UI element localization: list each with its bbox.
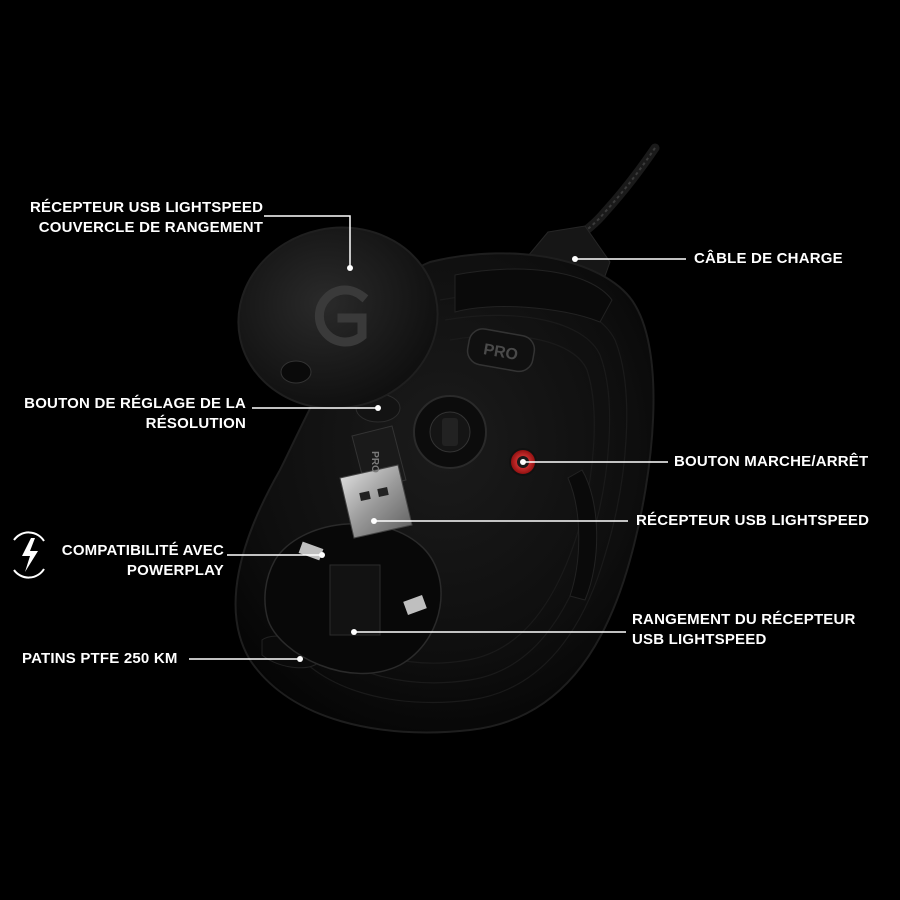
callout-receiver-line1: RÉCEPTEUR USB LIGHTSPEED xyxy=(636,512,870,529)
callout-power-button-line1: BOUTON MARCHE/ARRÊT xyxy=(674,453,869,470)
callout-charge-cable: CÂBLE DE CHARGE xyxy=(694,249,843,269)
callout-powerplay-line2: POWERPLAY xyxy=(126,562,224,579)
callout-storage-cover-line1: RÉCEPTEUR USB LIGHTSPEED xyxy=(30,199,264,216)
callout-powerplay-line1: COMPATIBILITÉ AVEC xyxy=(61,542,224,559)
callout-dpi-button-line2: RÉSOLUTION xyxy=(145,415,246,432)
pro-badge-text: PRO xyxy=(482,341,519,364)
usb-receiver xyxy=(339,425,413,539)
callout-dots xyxy=(297,256,578,662)
callout-power-button: BOUTON MARCHE/ARRÊT xyxy=(674,452,868,472)
callout-receiver-storage: RANGEMENT DU RÉCEPTEUR USB LIGHTSPEED xyxy=(632,610,856,650)
callout-feet-line1: PATINS PTFE 250 KM xyxy=(22,650,178,667)
callout-powerplay: COMPATIBILITÉ AVEC POWERPLAY xyxy=(62,541,224,581)
callout-receiver-storage-line2: USB LIGHTSPEED xyxy=(632,631,767,648)
callout-storage-cover-line2: COUVERCLE DE RANGEMENT xyxy=(38,219,264,236)
callout-feet: PATINS PTFE 250 KM xyxy=(22,649,178,669)
callout-lines xyxy=(189,215,686,660)
wireless-charging-bolt-icon xyxy=(13,531,45,579)
receiver-pro-text: PRO xyxy=(369,451,380,473)
callout-receiver: RÉCEPTEUR USB LIGHTSPEED xyxy=(636,511,869,531)
callout-receiver-storage-line1: RANGEMENT DU RÉCEPTEUR xyxy=(632,611,856,628)
storage-cover xyxy=(237,226,439,410)
callout-storage-cover: RÉCEPTEUR USB LIGHTSPEED COUVERCLE DE RA… xyxy=(30,198,263,238)
callout-charge-cable-line1: CÂBLE DE CHARGE xyxy=(694,250,843,267)
callout-dpi-button: BOUTON DE RÉGLAGE DE LA RÉSOLUTION xyxy=(24,394,246,434)
callout-dpi-button-line1: BOUTON DE RÉGLAGE DE LA xyxy=(24,395,246,412)
